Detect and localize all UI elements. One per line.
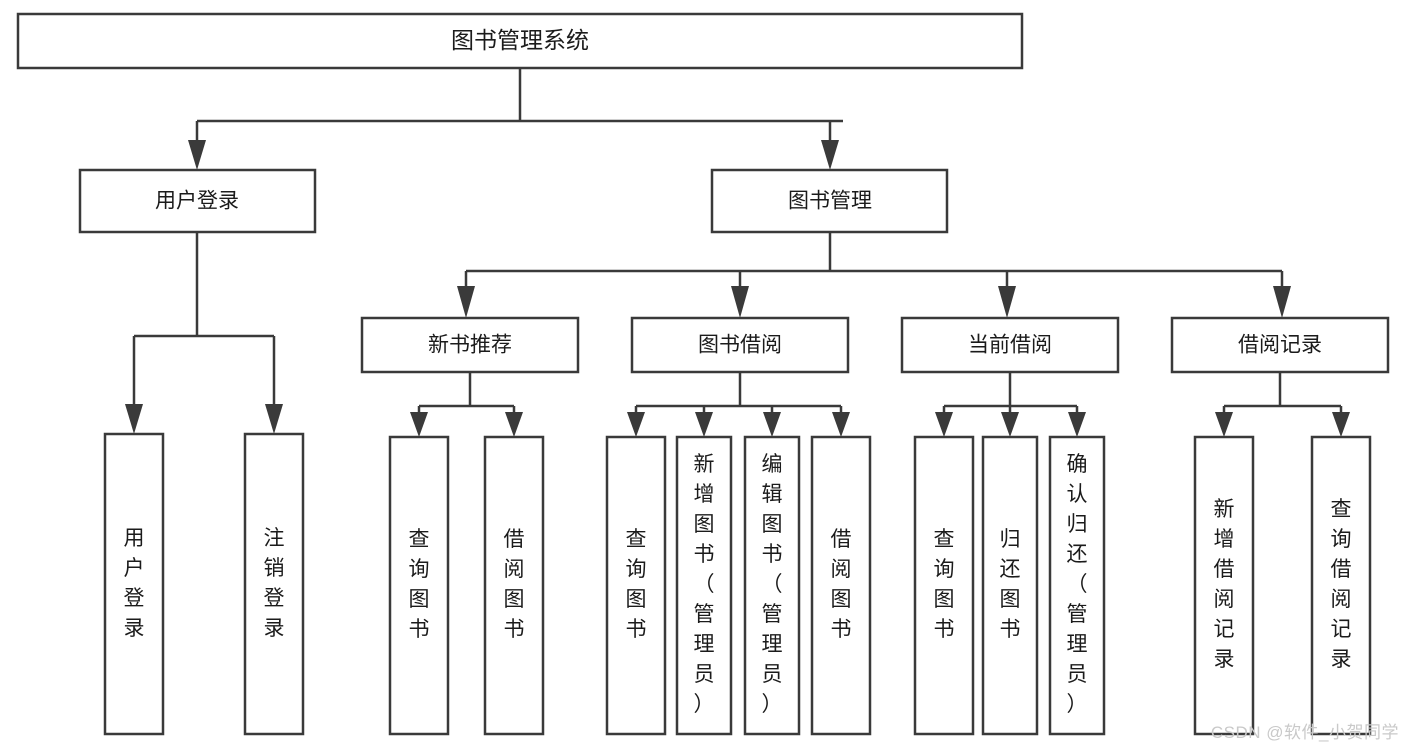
arrow-to-leaf-borrow-book-1	[505, 412, 523, 437]
arrow-to-leaf-borrow-book-2	[832, 412, 850, 437]
node-user-login-box[interactable]	[78, 168, 317, 234]
node-leaf-user-login[interactable]: 用户登录	[103, 432, 165, 736]
node-leaf-query-book-3-label: 查询图书	[934, 528, 955, 641]
node-leaf-query-book-3[interactable]: 查询图书	[913, 435, 975, 736]
node-leaf-return-book-box[interactable]	[981, 435, 1039, 736]
node-leaf-add-book[interactable]: 新增图书（管理员）	[675, 435, 733, 736]
connectors-new-book-recommend	[410, 372, 523, 437]
connectors-user-login	[125, 232, 283, 434]
node-root-box[interactable]	[16, 12, 1024, 70]
node-root-label: 图书管理系统	[451, 27, 589, 53]
node-user-login-label: 用户登录	[155, 190, 239, 213]
arrow-root-to-user-login	[188, 140, 206, 170]
node-leaf-query-book-2-box[interactable]	[605, 435, 667, 736]
arrow-to-book-borrow	[731, 286, 749, 318]
node-leaf-return-book[interactable]: 归还图书	[981, 435, 1039, 736]
node-leaf-borrow-book-1-label: 借阅图书	[504, 528, 525, 641]
node-leaf-borrow-book-2-label: 借阅图书	[831, 528, 852, 641]
node-new-book-recommend-box[interactable]	[360, 316, 580, 374]
node-leaf-user-login-label: 用户登录	[124, 527, 145, 640]
connectors-book-management	[457, 232, 1291, 318]
arrow-to-leaf-logout-login	[265, 404, 283, 434]
node-book-management-label: 图书管理	[788, 190, 872, 213]
node-book-management[interactable]: 图书管理	[710, 168, 949, 234]
node-leaf-logout-login[interactable]: 注销登录	[243, 432, 305, 736]
node-leaf-borrow-book-2[interactable]: 借阅图书	[810, 435, 872, 736]
connectors-book-borrow	[627, 372, 850, 437]
arrow-to-leaf-user-login	[125, 404, 143, 434]
node-book-borrow-box[interactable]	[630, 316, 850, 374]
arrow-to-new-book-recommend	[457, 286, 475, 318]
node-leaf-return-book-label: 归还图书	[1000, 528, 1021, 641]
node-leaf-borrow-book-1-box[interactable]	[483, 435, 545, 736]
node-current-borrow[interactable]: 当前借阅	[900, 316, 1120, 374]
connectors-current-borrow	[935, 372, 1086, 437]
connectors-borrow-record	[1215, 372, 1350, 437]
csdn-watermark: CSDN @软件_小贺同学	[1210, 723, 1399, 742]
node-leaf-query-record-label: 查询借阅记录	[1331, 498, 1352, 671]
arrow-to-leaf-edit-book	[763, 412, 781, 437]
node-leaf-query-book-2[interactable]: 查询图书	[605, 435, 667, 736]
node-new-book-recommend[interactable]: 新书推荐	[360, 316, 580, 374]
connectors-root	[188, 68, 843, 170]
arrow-to-leaf-confirm-return	[1068, 412, 1086, 437]
arrow-to-leaf-add-book	[695, 412, 713, 437]
node-borrow-record[interactable]: 借阅记录	[1170, 316, 1390, 374]
arrow-to-leaf-query-record	[1332, 412, 1350, 437]
node-leaf-logout-login-box[interactable]	[243, 432, 305, 736]
node-leaf-query-book-1-box[interactable]	[388, 435, 450, 736]
node-leaf-query-book-3-box[interactable]	[913, 435, 975, 736]
node-current-borrow-label: 当前借阅	[968, 334, 1052, 357]
arrow-to-current-borrow	[998, 286, 1016, 318]
node-leaf-edit-book[interactable]: 编辑图书（管理员）	[743, 435, 801, 736]
node-borrow-record-box[interactable]	[1170, 316, 1390, 374]
node-leaf-query-book-2-label: 查询图书	[626, 528, 647, 641]
arrow-to-leaf-query-book-2	[627, 412, 645, 437]
node-leaf-add-record-box[interactable]	[1193, 435, 1255, 736]
node-leaf-add-record[interactable]: 新增借阅记录	[1193, 435, 1255, 736]
node-leaf-query-record-box[interactable]	[1310, 435, 1372, 736]
arrow-to-leaf-query-book-3	[935, 412, 953, 437]
arrow-root-to-book-management	[821, 140, 839, 170]
arrow-to-leaf-query-book-1	[410, 412, 428, 437]
node-book-management-box[interactable]	[710, 168, 949, 234]
node-borrow-record-label: 借阅记录	[1238, 334, 1322, 357]
node-leaf-borrow-book-2-box[interactable]	[810, 435, 872, 736]
arrow-to-leaf-add-record	[1215, 412, 1233, 437]
node-leaf-add-record-label: 新增借阅记录	[1214, 498, 1235, 671]
arrow-to-leaf-return-book	[1001, 412, 1019, 437]
arrow-to-borrow-record	[1273, 286, 1291, 318]
node-book-borrow[interactable]: 图书借阅	[630, 316, 850, 374]
node-leaf-borrow-book-1[interactable]: 借阅图书	[483, 435, 545, 736]
node-leaf-confirm-return-label: 确认归还（管理员）	[1067, 453, 1088, 716]
node-root[interactable]: 图书管理系统	[16, 12, 1024, 70]
node-leaf-logout-login-label: 注销登录	[264, 527, 285, 640]
node-user-login[interactable]: 用户登录	[78, 168, 317, 234]
node-leaf-query-book-1-label: 查询图书	[409, 528, 430, 641]
node-leaf-user-login-box[interactable]	[103, 432, 165, 736]
node-leaf-query-record[interactable]: 查询借阅记录	[1310, 435, 1372, 736]
node-leaf-confirm-return-box[interactable]	[1048, 435, 1106, 736]
node-leaf-confirm-return[interactable]: 确认归还（管理员）	[1048, 435, 1106, 736]
node-book-borrow-label: 图书借阅	[698, 334, 782, 357]
node-leaf-edit-book-label: 编辑图书（管理员）	[762, 453, 783, 716]
node-leaf-add-book-box[interactable]	[675, 435, 733, 736]
node-leaf-edit-book-box[interactable]	[743, 435, 801, 736]
node-current-borrow-box[interactable]	[900, 316, 1120, 374]
node-leaf-query-book-1[interactable]: 查询图书	[388, 435, 450, 736]
node-new-book-recommend-label: 新书推荐	[428, 334, 512, 357]
node-leaf-add-book-label: 新增图书（管理员）	[694, 453, 715, 716]
